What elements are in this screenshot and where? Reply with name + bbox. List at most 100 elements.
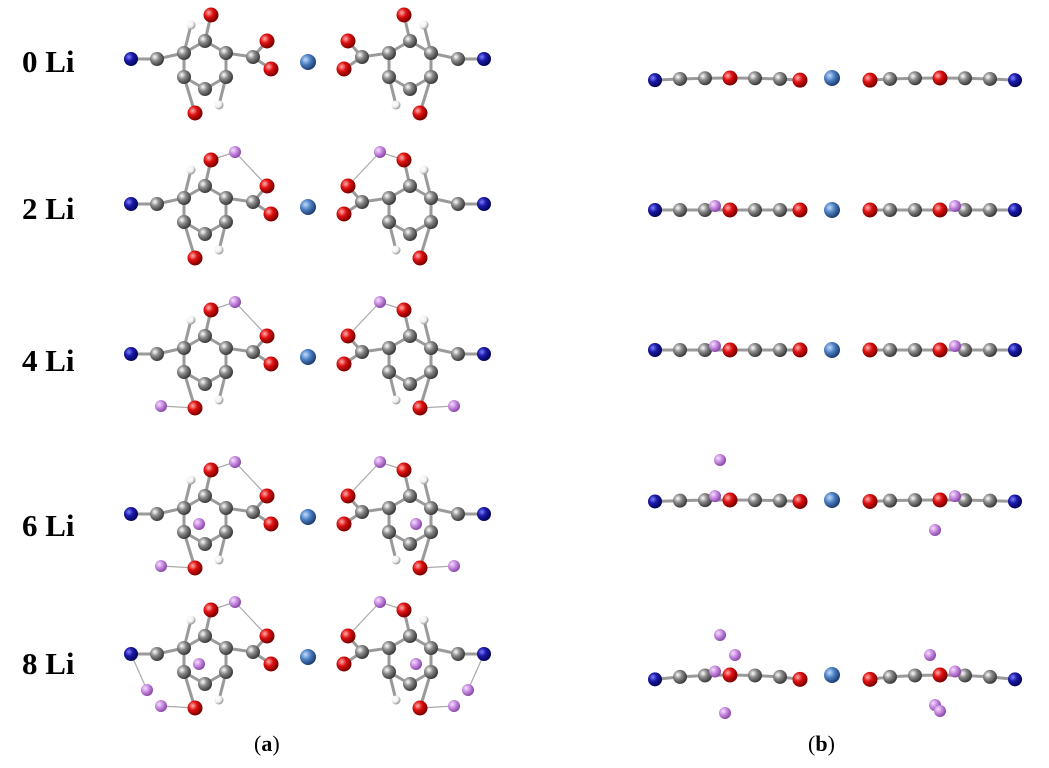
li-atom (229, 296, 241, 308)
bond (347, 601, 381, 637)
metal-atom (824, 667, 840, 683)
c-atom (958, 668, 972, 683)
c-atom (219, 215, 233, 229)
c-atom (219, 665, 233, 679)
bond (347, 301, 381, 337)
c-atom (355, 345, 369, 359)
c-atom (382, 191, 396, 205)
o-atom (203, 302, 219, 318)
o-atom (722, 342, 738, 358)
h-atom (186, 475, 196, 485)
c-atom (382, 525, 396, 539)
o-atom (722, 70, 738, 86)
c-atom (673, 203, 687, 217)
o-atom (722, 492, 738, 508)
c-atom (773, 669, 787, 684)
c-atom (958, 343, 972, 357)
c-atom (908, 668, 922, 683)
li-atom (155, 400, 167, 412)
c-atom (177, 501, 191, 515)
n-atom (648, 343, 662, 357)
o-atom (412, 105, 428, 121)
li-atom (155, 560, 167, 572)
h-atom (419, 165, 429, 175)
li-atom (709, 490, 721, 503)
metal-atom (300, 54, 316, 70)
n-atom (648, 494, 662, 509)
o-atom (259, 33, 275, 49)
o-atom (396, 7, 412, 23)
c-atom (673, 493, 687, 508)
o-atom (792, 671, 808, 687)
li-atom (709, 340, 721, 352)
c-atom (908, 343, 922, 357)
h-atom (214, 245, 224, 255)
c-atom (424, 665, 438, 679)
c-atom (698, 668, 712, 683)
panel-label-a: (a) (254, 731, 280, 756)
n-atom (124, 197, 138, 211)
h-atom (419, 475, 429, 485)
h-atom (214, 100, 224, 110)
c-atom (673, 669, 687, 684)
c-atom (403, 329, 417, 343)
o-atom (263, 356, 279, 372)
c-atom (698, 343, 712, 357)
c-atom (355, 195, 369, 209)
li-atom (929, 524, 941, 536)
li-atom (229, 146, 241, 158)
row-label-8li: 8 Li (22, 646, 75, 681)
c-atom (382, 341, 396, 355)
c-atom (246, 345, 260, 359)
c-atom (219, 191, 233, 205)
c-atom (983, 493, 997, 508)
o-atom (263, 656, 279, 672)
metal-atom (824, 492, 840, 508)
n-atom (477, 52, 491, 66)
c-atom (983, 71, 997, 86)
o-atom (336, 206, 352, 222)
c-atom (451, 647, 465, 661)
o-atom (932, 70, 948, 86)
c-atom (883, 493, 897, 508)
c-atom (382, 365, 396, 379)
o-atom (792, 342, 808, 358)
o-atom (187, 400, 203, 416)
o-atom (336, 61, 352, 77)
c-atom (246, 505, 260, 519)
c-atom (382, 46, 396, 60)
o-atom (932, 492, 948, 508)
c-atom (424, 70, 438, 84)
n-atom (1008, 494, 1022, 509)
c-atom (219, 46, 233, 60)
c-atom (424, 525, 438, 539)
h-atom (214, 395, 224, 405)
o-atom (396, 462, 412, 478)
li-atom (714, 629, 726, 641)
c-atom (883, 669, 897, 684)
c-atom (403, 34, 417, 48)
c-atom (748, 203, 762, 217)
c-atom (958, 203, 972, 217)
c-atom (403, 629, 417, 643)
c-atom (382, 70, 396, 84)
li-atom (719, 707, 731, 719)
c-atom (219, 525, 233, 539)
h-atom (419, 315, 429, 325)
o-atom (336, 356, 352, 372)
li-atom (374, 296, 386, 308)
n-atom (1008, 203, 1022, 217)
c-atom (198, 82, 212, 96)
bond (347, 151, 381, 187)
o-atom (187, 560, 203, 576)
li-atom (462, 684, 474, 696)
c-atom (246, 645, 260, 659)
o-atom (259, 628, 275, 644)
o-atom (862, 72, 878, 88)
c-atom (198, 629, 212, 643)
c-atom (983, 343, 997, 357)
c-atom (908, 203, 922, 217)
li-atom (714, 454, 726, 466)
c-atom (908, 493, 922, 508)
